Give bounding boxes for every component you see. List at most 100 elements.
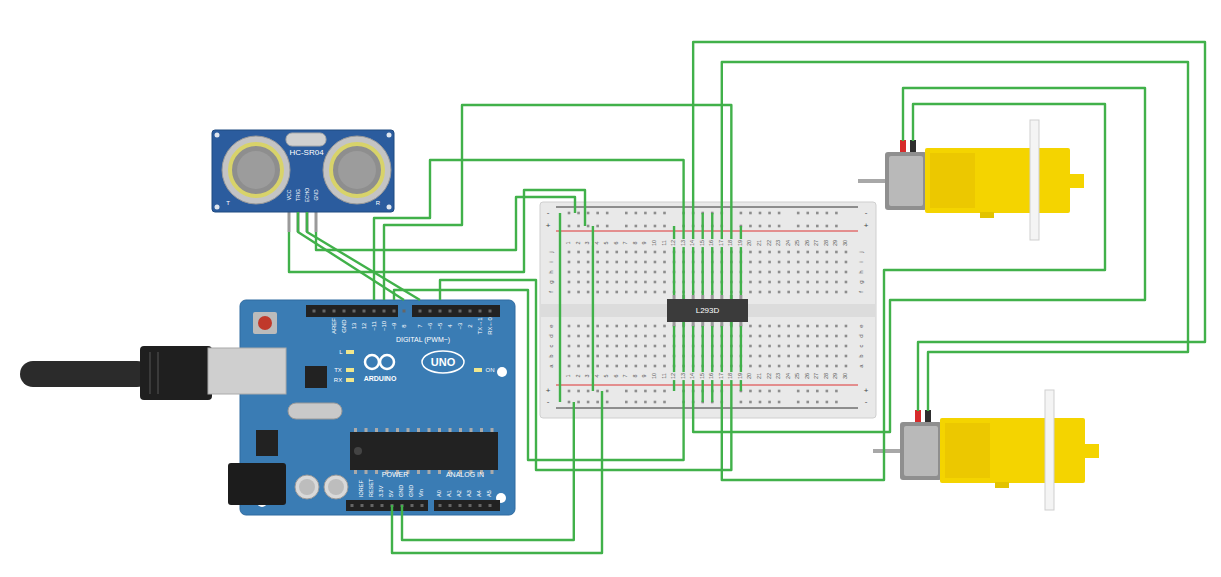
breadboard-hole (768, 291, 771, 294)
chip-leg (491, 428, 494, 432)
breadboard-hole (635, 212, 638, 215)
breadboard-hole (644, 225, 647, 228)
pin-hole (459, 504, 462, 507)
breadboard-hole (845, 345, 848, 348)
breadboard-hole (654, 251, 657, 254)
breadboard-hole (625, 251, 628, 254)
breadboard-hole (759, 212, 762, 215)
column-number: 8 (633, 240, 639, 245)
column-number: 24 (786, 239, 792, 247)
breadboard-hole (587, 345, 590, 348)
breadboard-hole (835, 212, 838, 215)
breadboard-hole (768, 225, 771, 228)
breadboard-hole (759, 325, 762, 328)
column-number: 23 (776, 239, 782, 247)
column-number: 2 (576, 240, 582, 245)
breadboard-hole (568, 345, 571, 348)
usb-socket (208, 348, 286, 394)
motor-can (900, 422, 942, 480)
breadboard-hole (625, 345, 628, 348)
breadboard-hole (816, 261, 819, 264)
pin-hole (489, 310, 492, 313)
pin-label: 13 (351, 323, 357, 330)
row-letter: f (548, 290, 554, 294)
pin-hole (439, 504, 442, 507)
wire (722, 104, 1105, 480)
breadboard-hole (759, 345, 762, 348)
reset-button (253, 312, 277, 334)
breadboard-hole (845, 291, 848, 294)
pin-hole (373, 310, 376, 313)
rail-sign: - (546, 398, 551, 406)
pin-label: ~10 (381, 321, 387, 331)
breadboard-hole (787, 251, 790, 254)
row-letter: f (858, 290, 864, 294)
breadboard-hole (778, 401, 781, 404)
breadboard-hole (568, 271, 571, 274)
column-number: 4 (595, 240, 601, 245)
breadboard-hole (625, 390, 628, 393)
pin-hole (351, 504, 354, 507)
rail-line (556, 385, 858, 386)
chip-leg (407, 428, 410, 432)
breadboard-hole (625, 225, 628, 228)
driver-chip: L293D (667, 299, 748, 322)
breadboard-hole (663, 401, 666, 404)
row-letter: d (858, 333, 864, 338)
wire (711, 326, 713, 402)
breadboard-hole (759, 291, 762, 294)
rail-sign: + (863, 387, 870, 395)
breadboard-hole (806, 401, 809, 404)
breadboard-hole (797, 251, 800, 254)
breadboard-hole (835, 281, 838, 284)
chip-leg (491, 470, 494, 474)
breadboard-hole (816, 281, 819, 284)
breadboard-hole (596, 345, 599, 348)
pin-hole (479, 310, 482, 313)
pin-label: TX→1 (477, 317, 483, 334)
column-number: 21 (757, 239, 763, 247)
breadboard-hole (768, 345, 771, 348)
breadboard-hole (768, 281, 771, 284)
capacitor (324, 475, 348, 499)
breadboard-hole (835, 251, 838, 254)
column-number: 25 (795, 239, 801, 247)
breadboard-hole (568, 281, 571, 284)
part-name: ARDUINO (364, 375, 397, 382)
column-number: 26 (805, 239, 811, 247)
motor-terminal (910, 140, 916, 152)
chip-leg (470, 428, 473, 432)
pin-hole (403, 310, 406, 313)
sensor-pin (315, 212, 318, 232)
column-number: 20 (748, 372, 754, 380)
breadboard-hole (787, 365, 790, 368)
breadboard-hole (826, 401, 829, 404)
column-number: 29 (834, 239, 840, 247)
chip-leg (459, 428, 462, 432)
breadboard-hole (663, 325, 666, 328)
chip-leg (711, 322, 714, 326)
rail-line (556, 231, 858, 232)
pin-header (306, 305, 398, 317)
column-number: 18 (729, 372, 735, 380)
breadboard-hole (826, 251, 829, 254)
breadboard-hole (654, 401, 657, 404)
pin-hole (439, 310, 442, 313)
breadboard-hole (806, 365, 809, 368)
breadboard-hole (644, 365, 647, 368)
breadboard-hole (635, 281, 638, 284)
breadboard-hole (663, 335, 666, 338)
breadboard-hole (587, 325, 590, 328)
column-number: 30 (843, 239, 849, 247)
column-number: 21 (757, 372, 763, 380)
breadboard-hole (835, 291, 838, 294)
breadboard-hole (759, 390, 762, 393)
wire (289, 190, 585, 272)
breadboard-hole (806, 345, 809, 348)
pin-label: RX←0 (487, 317, 493, 335)
transducer (222, 136, 290, 204)
gearbox (925, 148, 1070, 213)
breadboard-hole (759, 365, 762, 368)
breadboard-hole (806, 281, 809, 284)
breadboard-hole (635, 365, 638, 368)
